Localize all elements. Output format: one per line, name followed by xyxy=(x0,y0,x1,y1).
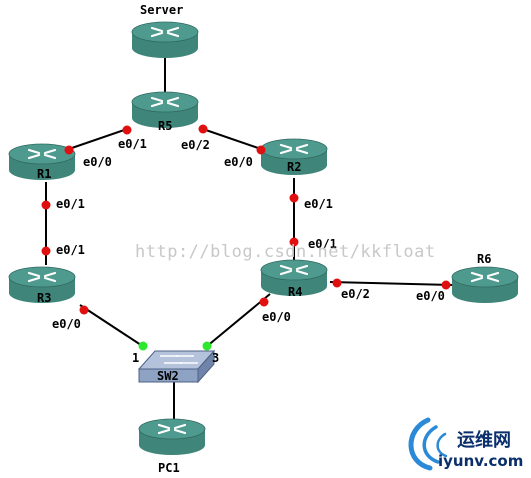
port-sw2-3 xyxy=(202,341,212,351)
device-label-r6: R6 xyxy=(477,252,491,266)
router-icon-r3 xyxy=(8,266,76,303)
port-r1-e00 xyxy=(64,145,74,155)
device-label-server: Server xyxy=(140,3,183,17)
if-label-r2-e00: e0/0 xyxy=(224,155,253,169)
if-label-sw2-port3: 3 xyxy=(212,351,219,365)
port-r5-e01 xyxy=(122,125,132,135)
devices-layer xyxy=(8,21,519,455)
device-label-r2: R2 xyxy=(287,160,301,174)
port-sw2-1 xyxy=(138,341,148,351)
port-r6-e00 xyxy=(441,280,451,290)
router-icon-r5 xyxy=(131,91,199,128)
brand-name: 运维网 xyxy=(457,429,511,451)
device-label-sw2: SW2 xyxy=(157,369,179,383)
port-r3-e01 xyxy=(41,246,51,256)
router-icon-r4 xyxy=(260,259,328,296)
if-label-r2-e01: e0/1 xyxy=(304,197,333,211)
if-label-sw2-port1: 1 xyxy=(132,351,139,365)
interface-labels-layer: e0/1 e0/0 e0/2 e0/0 e0/1 e0/1 e0/1 e0/1 … xyxy=(52,137,445,365)
port-r2-e00 xyxy=(256,145,266,155)
link-r5-r2 xyxy=(199,127,265,151)
device-label-r4: R4 xyxy=(288,285,302,299)
if-label-r5-e02: e0/2 xyxy=(181,138,210,152)
brand-url: iyunv.com xyxy=(438,452,523,470)
port-r4-e02 xyxy=(332,278,342,288)
if-label-r5-e01: e0/1 xyxy=(118,137,147,151)
router-icon-r1 xyxy=(8,143,76,180)
if-label-r1-e01: e0/1 xyxy=(56,197,85,211)
brand-logo-icon xyxy=(408,417,448,471)
ports-layer xyxy=(41,124,451,351)
port-r3-e00 xyxy=(79,305,89,315)
if-label-r4-e00: e0/0 xyxy=(262,310,291,324)
device-label-pc1: PC1 xyxy=(158,461,180,475)
if-label-r4-e02: e0/2 xyxy=(341,287,370,301)
links-layer xyxy=(45,56,453,421)
if-label-r3-e01: e0/1 xyxy=(56,243,85,257)
watermark-text: http://blog.csdn.net/kkfloat xyxy=(135,242,436,262)
router-icon-pc1 xyxy=(138,418,206,455)
if-label-r3-e00: e0/0 xyxy=(52,317,81,331)
link-r4-sw2 xyxy=(205,293,271,348)
port-r4-e00 xyxy=(259,297,269,307)
device-label-r5: R5 xyxy=(158,119,172,133)
link-r5-r1 xyxy=(65,127,131,151)
switch-icon-sw2 xyxy=(137,349,216,384)
if-label-r4-e01: e0/1 xyxy=(308,237,337,251)
link-r4-r6 xyxy=(329,281,453,286)
port-r5-e02 xyxy=(198,124,208,134)
port-r4-e01 xyxy=(289,237,299,247)
link-r3-sw2 xyxy=(79,304,145,348)
if-label-r1-e00: e0/0 xyxy=(83,155,112,169)
device-label-r3: R3 xyxy=(37,291,51,305)
if-label-r6-e00: e0/0 xyxy=(416,289,445,303)
router-icon-r6 xyxy=(451,266,519,303)
port-r1-e01 xyxy=(41,200,51,210)
device-label-r1: R1 xyxy=(37,167,51,181)
port-r2-e01 xyxy=(289,193,299,203)
brand-logo: 运维网 iyunv.com xyxy=(408,417,523,471)
device-labels-layer: Server R5 R1 R2 R3 R4 R6 PC1 SW2 xyxy=(37,3,491,475)
router-icon-r2 xyxy=(260,138,328,175)
router-icon-server xyxy=(131,21,199,58)
